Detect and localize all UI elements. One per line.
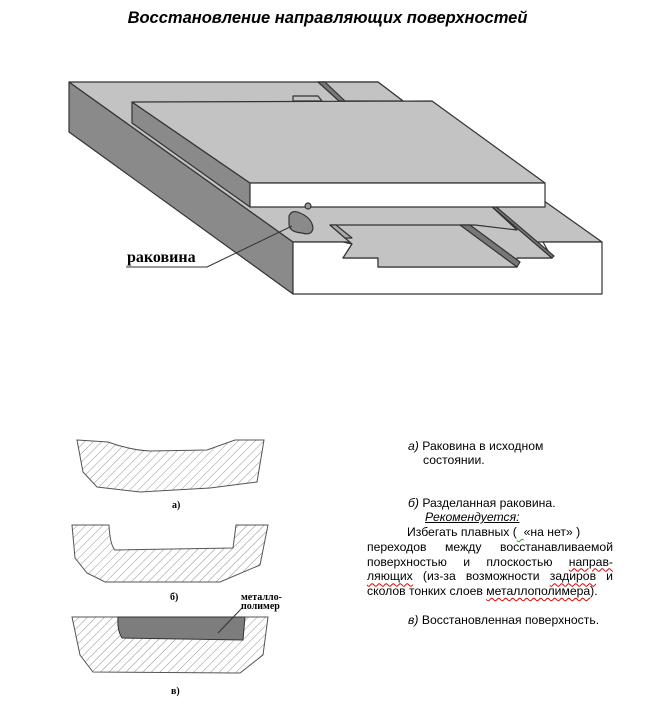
- caption-marker: а): [408, 439, 419, 453]
- section-label-b: б): [170, 592, 178, 603]
- recommend-heading: Рекомендуется:: [425, 510, 520, 524]
- caption-text: Раковина в исходном: [422, 439, 544, 453]
- back-rail-small: [292, 95, 323, 102]
- caption-a: а) Раковина в исходном: [408, 439, 543, 454]
- fill-label-1: металло-: [241, 592, 282, 603]
- metal-polymer-fill: [117, 616, 246, 641]
- defect-knob: [304, 202, 312, 210]
- defect-leader: [126, 225, 293, 268]
- section-label-a: а): [172, 500, 180, 511]
- para-text: задиров: [549, 569, 597, 584]
- recommendation-paragraph: Избегать плавных ( «на нет» )переходов м…: [367, 525, 613, 599]
- page-title: Восстановление направляющих поверхностей: [127, 9, 528, 27]
- caption-marker: б): [408, 496, 419, 510]
- defect-label: раковина: [127, 249, 196, 266]
- defect-cavity: [288, 210, 314, 235]
- groove-rail-middle: [459, 224, 521, 268]
- para-text: Избегать плавных (: [407, 525, 517, 539]
- caption-text: Восстановленная поверхность.: [421, 613, 600, 627]
- para-text: направ-ляющих: [367, 554, 613, 584]
- section-a: [76, 439, 265, 493]
- para-text: переходов между восстанавливаемой поверх…: [367, 539, 613, 569]
- caption-text: Разделанная раковина.: [422, 496, 556, 510]
- groove-rail-left: [329, 224, 353, 239]
- para-text: «на нет» ): [523, 525, 581, 539]
- para-text: и сколов тонких слоев: [367, 569, 613, 599]
- caption-a-line2: состоянии.: [423, 453, 485, 467]
- para-text: металлополимера: [486, 584, 591, 599]
- caption-b: б) Разделанная раковина.: [408, 496, 556, 511]
- para-text: ).: [590, 584, 598, 599]
- fill-leader: [217, 607, 243, 634]
- section-b: [71, 524, 269, 583]
- caption-c: в) Восстановленная поверхность.: [408, 613, 599, 628]
- section-label-c: в): [171, 686, 180, 697]
- caption-marker: в): [408, 613, 419, 627]
- fill-label-2: полимер: [241, 601, 280, 612]
- plate-front: [249, 182, 546, 208]
- para-text: (из-за возможности: [412, 569, 550, 584]
